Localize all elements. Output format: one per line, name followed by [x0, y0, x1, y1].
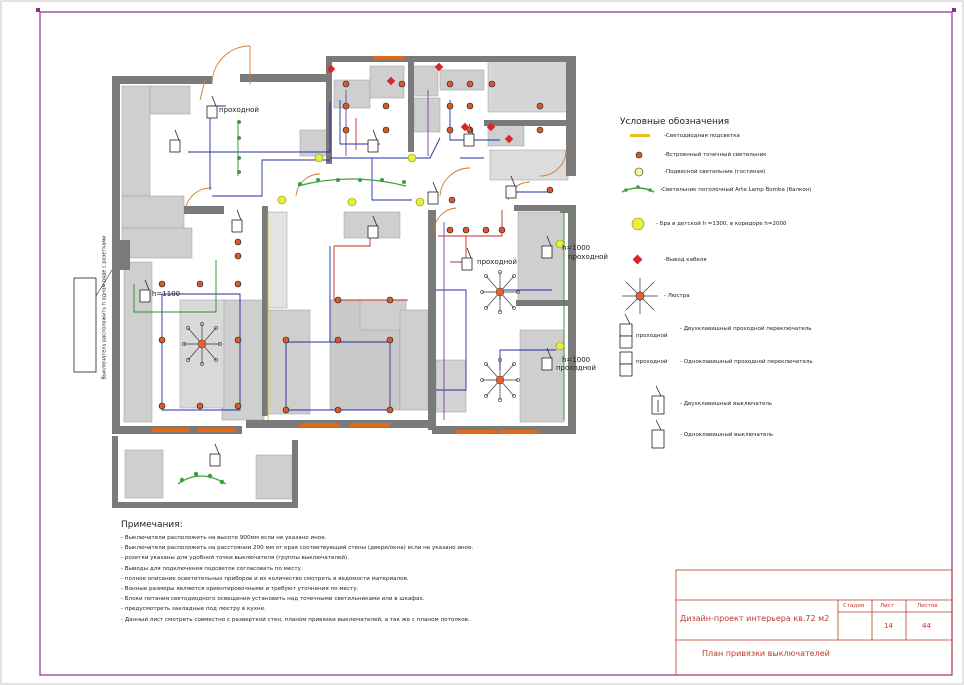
led-strip-icon	[630, 134, 650, 137]
double-switch-icon	[651, 385, 665, 415]
title-block	[675, 569, 953, 676]
frame-border	[39, 11, 953, 676]
sconce-icon	[631, 217, 645, 231]
project-title: Дизайн-проект интерьера кв.72 м2	[680, 614, 830, 623]
legend-item-double-pass: - Двухклавишный проходной переключатель	[680, 326, 812, 332]
ceiling-track-icon	[621, 185, 655, 193]
legend-item-led-strip: -Светодиодная подсветка	[664, 133, 740, 139]
label-walkthrough-mid: проходной	[477, 258, 517, 266]
pendant-light-icon	[634, 167, 644, 177]
label-walkthrough-top: проходной	[219, 106, 259, 114]
note-line: - Выключатели расположить на расстоянии …	[121, 545, 474, 552]
legend-item-single-switch: - Одноклавишный выключатель	[680, 432, 774, 438]
note-line: - Блоки питания светодиодного освещения …	[121, 596, 425, 603]
legend-item-double-switch: - Двухклавишный выключатель	[680, 401, 773, 407]
note-line: - розетки указаны для удобной точки выкл…	[121, 555, 349, 562]
note-line: - Данный лист смотреть совместно с разве…	[121, 616, 470, 623]
legend-title: Условные обозначения	[620, 117, 730, 127]
stage-label: Стадия	[843, 603, 865, 609]
double-pass-switch-icon	[619, 313, 633, 349]
note-line: - предусмотреть закладные под люстру в к…	[121, 606, 266, 613]
sheet-title: План привязки выключателей	[702, 649, 830, 658]
note-line: - Вонные размеры являются ориентировочны…	[121, 586, 359, 593]
label-walkthrough-right-a: проходной	[568, 253, 608, 261]
label-walkthrough-right-b: проходной	[556, 364, 596, 372]
sheets-label: Листов	[917, 603, 938, 609]
legend-item-ceiling-track: -Светильник потолочный Arte Lamp Bomba (…	[660, 187, 812, 193]
sheets-total: 44	[922, 622, 931, 630]
legend-prefix-pass-single: проходной	[636, 359, 668, 365]
side-note-text: Выключатель расположить h одном ряде с р…	[101, 235, 108, 380]
notes: Примечания: - Выключатели расположить на…	[121, 520, 641, 625]
chandelier-room-a	[480, 270, 520, 314]
chandelier-kitchen	[182, 322, 222, 366]
legend-item-chandelier: - Люстра	[664, 293, 690, 299]
notes-title: Примечания:	[121, 520, 183, 530]
legend-item-pendant: -Подвесной светильник (гостиная)	[664, 169, 766, 175]
recessed-spotlight-icon	[635, 151, 643, 159]
chandelier-room-b	[480, 358, 520, 402]
note-line: - Выключатели расположить на высоте 900м…	[121, 535, 327, 541]
legend-item-single-pass: - Одноклавишный проходной переключатель	[680, 359, 813, 365]
label-height-1000-b: h=1000	[562, 356, 591, 364]
legend-symbols	[619, 134, 665, 449]
legend-item-cable-outlet: -Вывод кабеля	[664, 257, 707, 263]
legend-item-spotlight: -Встроенный точечный светильник	[664, 152, 767, 158]
legend-item-sconce: - Бра в детской h =1300, в коридоре h=20…	[656, 221, 787, 227]
single-switch-icon	[651, 419, 665, 449]
floor-plan	[73, 45, 576, 508]
side-note-box	[73, 277, 97, 373]
sheet-label: Лист	[880, 603, 894, 609]
label-height-1100: h=1100	[152, 290, 181, 298]
single-pass-switch-icon	[619, 351, 633, 377]
label-height-1000-a: h=1000	[562, 244, 591, 252]
cable-outlet-icon	[632, 254, 643, 265]
note-line: - полное описание осветительных приборов…	[121, 575, 409, 582]
chandelier-icon	[622, 278, 658, 314]
note-line: - Выводы для подключения подсветок согла…	[121, 565, 303, 572]
sheet-number: 14	[884, 622, 893, 630]
legend-prefix-pass-double: проходной	[636, 333, 668, 339]
